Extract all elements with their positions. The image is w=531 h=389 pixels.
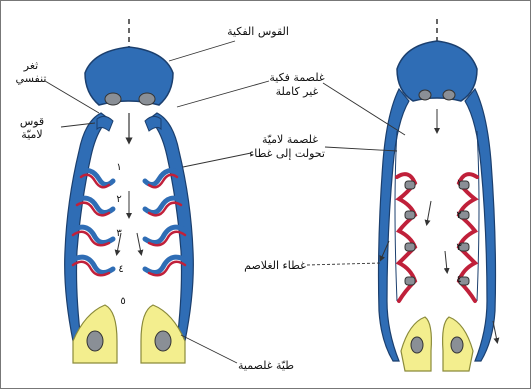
right-slit-number: ٢ bbox=[453, 209, 465, 222]
left-fold-cartilage-l bbox=[87, 331, 103, 351]
label-jaw-arch: القوس الفكية bbox=[223, 25, 293, 38]
right-slit-number: ١ bbox=[453, 177, 465, 190]
label-gill-fold: طيّة غلصمية bbox=[233, 359, 299, 372]
label-spiracle-2: تنفسي bbox=[5, 72, 57, 85]
left-slit-number: ٢ bbox=[113, 193, 125, 206]
label-hyoid-gill-2: تحولت إلى غطاء bbox=[241, 147, 333, 160]
left-slit-number: ٥ bbox=[117, 295, 129, 308]
left-slit-number: ٤ bbox=[115, 263, 127, 276]
right-slit-number: ٣ bbox=[453, 241, 465, 254]
left-jaw-arch bbox=[85, 47, 173, 105]
right-bony-fish-gill-figure bbox=[379, 19, 498, 371]
left-jaw-cartilage-r bbox=[139, 93, 155, 105]
left-fold-cartilage-r bbox=[155, 331, 171, 351]
label-hyoid-arch-2: لاميّة bbox=[9, 128, 55, 141]
left-slit-number: ٣ bbox=[113, 227, 125, 240]
label-incomplete-gill-1: غلصمة فكية bbox=[261, 71, 333, 84]
label-spiracle-1: ثغر bbox=[5, 59, 57, 72]
left-slit-number: ١ bbox=[113, 161, 125, 174]
left-jaw-cartilage-l bbox=[105, 93, 121, 105]
right-jaw-arch bbox=[397, 41, 477, 101]
label-gill-cover: غطاء الغلاصم bbox=[237, 259, 313, 272]
right-gill-cartilages bbox=[405, 181, 469, 285]
label-incomplete-gill-2: غير كاملة bbox=[261, 85, 333, 98]
label-hyoid-arch-1: قوس bbox=[9, 115, 55, 128]
right-slit-number: ٤ bbox=[453, 273, 465, 286]
label-hyoid-gill-1: غلصمة لاميّة bbox=[247, 133, 333, 146]
left-shark-gill-figure bbox=[65, 19, 194, 363]
